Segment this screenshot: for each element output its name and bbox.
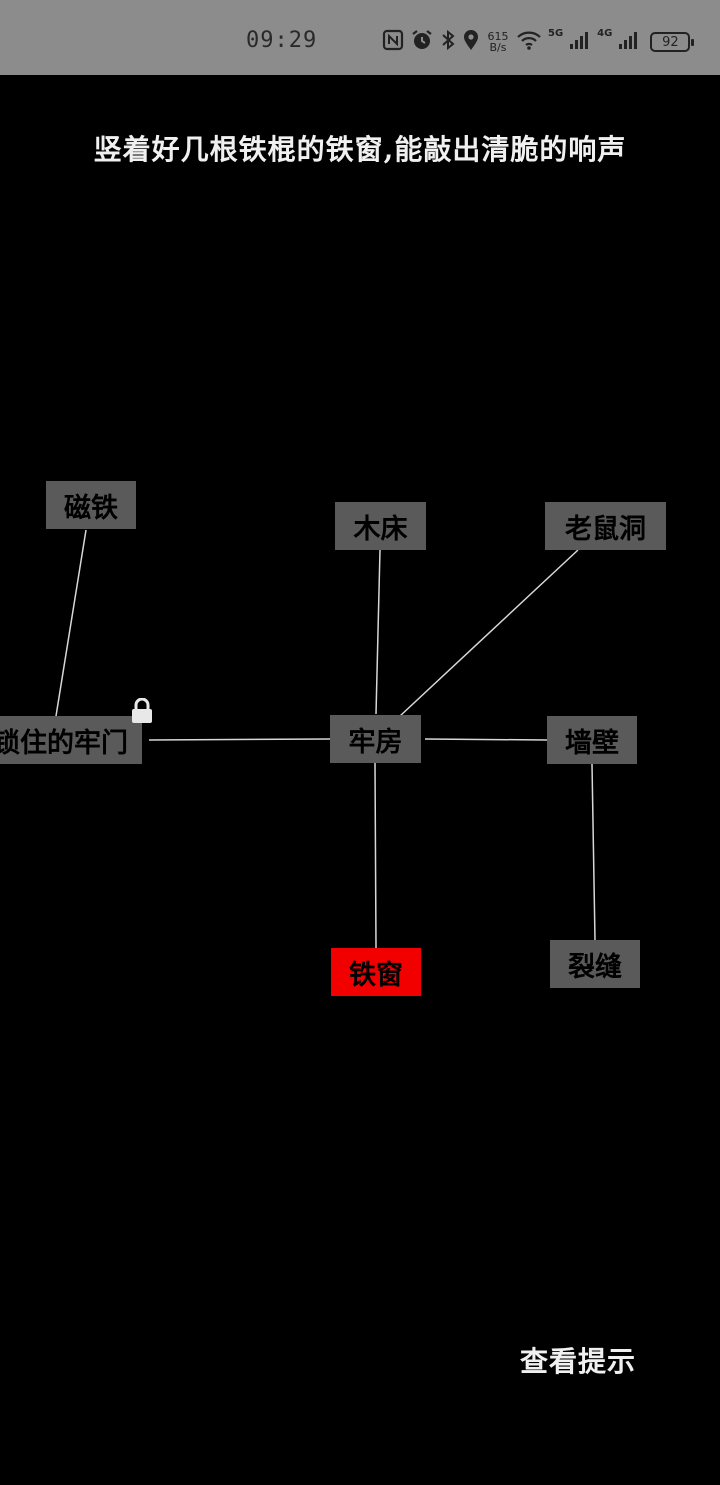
map-node-mouse-hole[interactable]: 老鼠洞 [545,502,666,550]
lock-icon [131,697,153,724]
battery-icon: 92 [650,32,695,52]
map-node-magnet[interactable]: 磁铁 [46,481,136,529]
signal-1-label: 5G [548,28,564,39]
connection-wall-crack [591,763,596,941]
net-speed: 615 B/s [486,31,510,53]
map-node-cell[interactable]: 牢房 [330,715,421,763]
map-node-wall[interactable]: 墙壁 [547,716,637,764]
map-node-crack[interactable]: 裂缝 [550,940,640,988]
alarm-icon [410,29,434,55]
status-icons: 615 B/s 5G 4G [382,26,695,58]
map-node-wooden-bed[interactable]: 木床 [335,502,426,550]
status-time: 09:29 [246,28,318,53]
map-node-iron-window[interactable]: 铁窗 [331,948,421,996]
wifi-icon [516,29,542,55]
bluetooth-icon [440,29,456,55]
location-icon [462,29,480,55]
signal-icon [618,29,640,55]
connection-bed-cell [375,549,381,715]
net-speed-unit: B/s [489,41,507,54]
net-speed-value: 615 [487,30,509,43]
signal-2-label: 4G [597,28,613,39]
connection-cell-window [374,762,377,949]
status-bar: 09:29 615 B/ [0,0,720,75]
signal-icon [569,29,591,55]
connection-hole-cell [399,549,579,717]
nfc-icon [382,29,404,55]
map-node-locked-door[interactable]: 锁住的牢门 [0,716,142,764]
connection-magnet-door [55,529,87,717]
view-hint-button[interactable]: 查看提示 [520,1345,637,1378]
connection-cell-wall [424,738,548,741]
connection-door-cell [148,738,331,741]
scene-description: 竖着好几根铁棍的铁窗,能敲出清脆的响声 [93,133,627,166]
